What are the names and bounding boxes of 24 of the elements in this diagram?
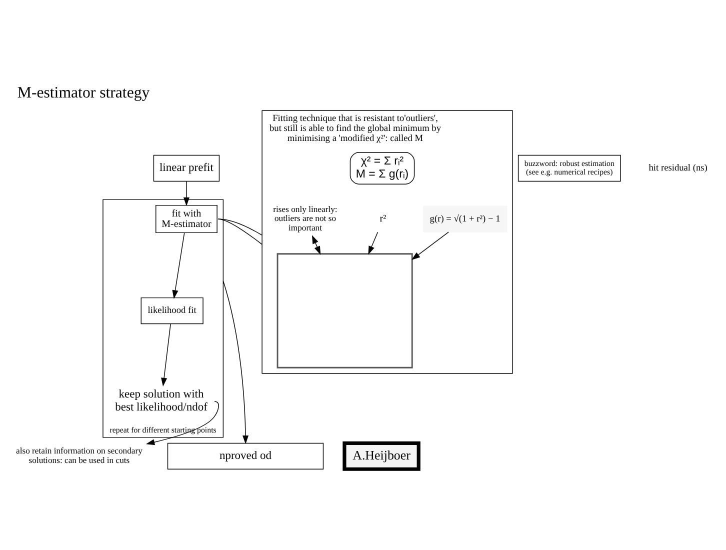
node-box: χ² = Σ rᵢ² M = Σ g(rᵢ)	[350, 152, 415, 184]
node-box: buzzword: robust estimation (see e.g. numerical recipes)	[518, 154, 621, 182]
node-box: likelihood fit	[140, 296, 204, 324]
node-box	[276, 252, 413, 368]
arrow	[222, 280, 249, 444]
diagram-title: M-estimator strategy	[17, 84, 150, 101]
arrow	[312, 234, 321, 254]
label: hit residual (ns)	[648, 163, 708, 174]
node-text: keep solution with best likelihood/ndof	[115, 388, 208, 414]
node-box: g(r) = √(1 + r²) − 1	[422, 205, 508, 232]
node-box: A.Heijboer	[342, 440, 420, 470]
node-box: nproved od	[167, 442, 324, 469]
node-text: rises only linearly: outliers are not so important	[273, 203, 338, 232]
node-text: also retain information on secondary solutions: can be used in cuts	[16, 445, 142, 465]
connector	[218, 218, 262, 244]
node-box: linear prefit	[153, 154, 220, 182]
connector	[218, 218, 262, 236]
arrow	[183, 180, 190, 206]
arrow	[368, 231, 378, 254]
node-text: r²	[380, 213, 386, 224]
arrow	[411, 231, 449, 260]
arrow	[172, 232, 185, 298]
arrow	[161, 323, 171, 386]
node-box: fit with M-estimator	[156, 204, 218, 233]
